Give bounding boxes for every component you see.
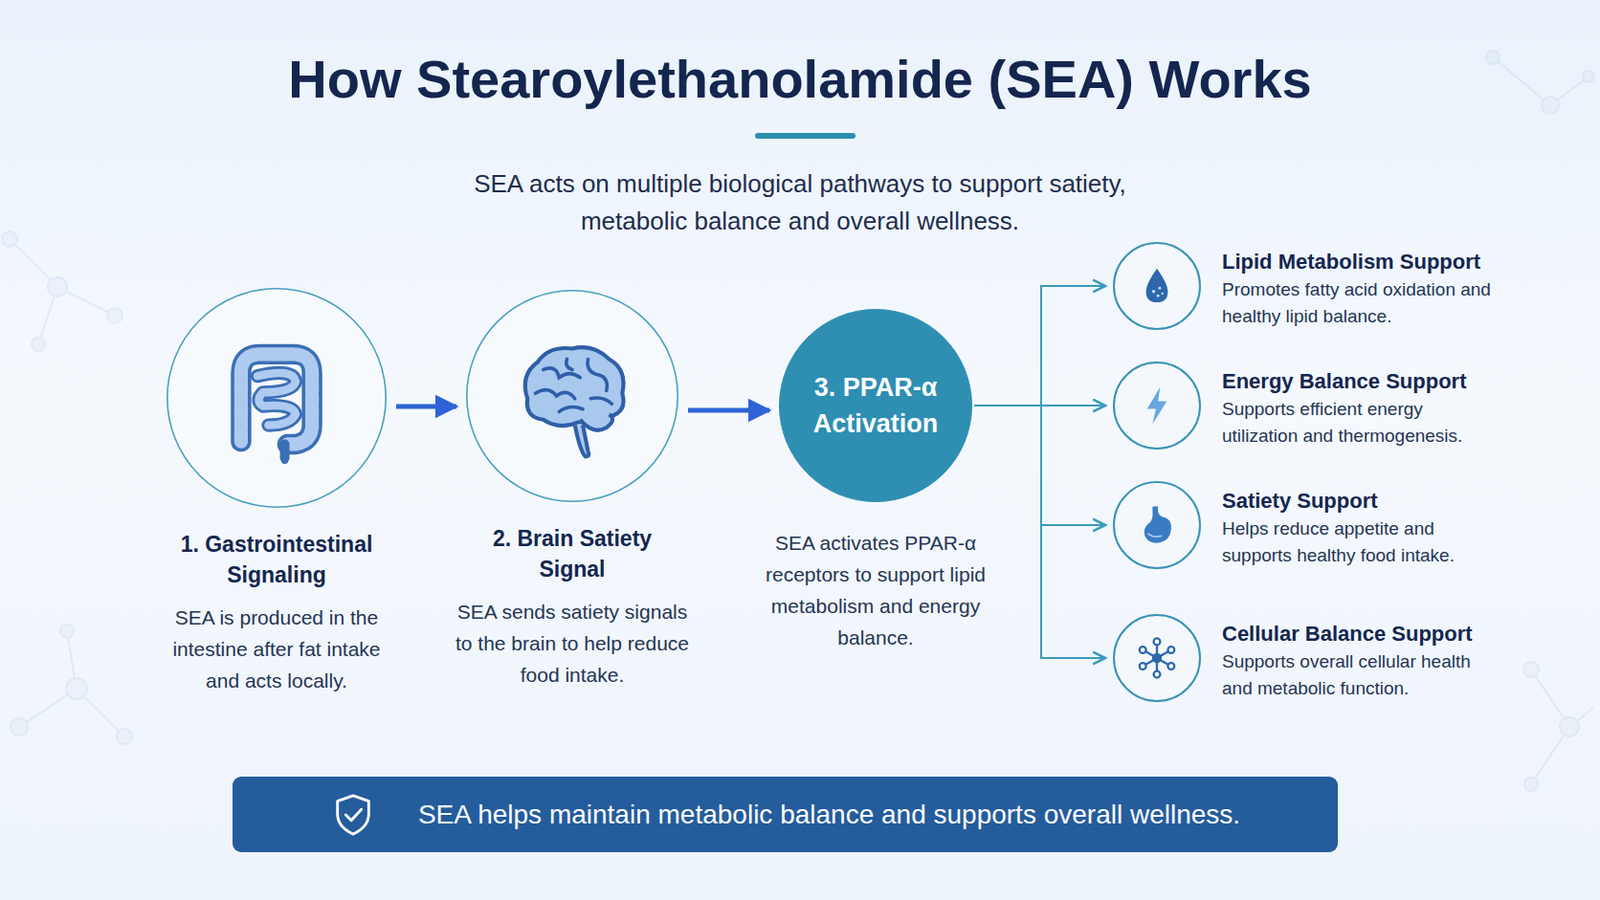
icon-circle — [1112, 481, 1201, 570]
icon — [525, 347, 624, 457]
icon-circle — [1112, 614, 1201, 703]
benefit-heading: Cellular Balance Support — [1222, 620, 1500, 649]
benefit-item: Cellular Balance SupportSupports overall… — [1112, 614, 1500, 703]
flow-arrow — [396, 404, 457, 410]
benefit-item: Energy Balance SupportSupports efficient… — [1112, 361, 1500, 450]
benefit-text: Cellular Balance SupportSupports overall… — [1222, 614, 1500, 703]
benefit-heading: Energy Balance Support — [1222, 367, 1500, 397]
band-text: SEA helps maintain metabolic balance and… — [418, 800, 1241, 831]
circle-outline — [1113, 362, 1200, 449]
circle-outline — [167, 288, 386, 508]
icon — [1146, 268, 1169, 303]
icon — [241, 354, 312, 465]
step-circle — [166, 288, 387, 509]
hub-heading: 3. PPAR-α Activation — [778, 309, 973, 503]
branch-arrow — [974, 405, 1106, 659]
hub-circle: 3. PPAR-α Activation — [778, 309, 973, 503]
process-step: 1. Gastrointestinal SignalingSEA is prod… — [133, 288, 421, 697]
hub-circle-outline — [778, 309, 973, 503]
icon-circle-outline — [1112, 614, 1201, 703]
benefit-text: Energy Balance SupportSupports efficient… — [1222, 361, 1500, 450]
branch-arrow — [974, 405, 1106, 526]
circle-outline — [1113, 243, 1200, 330]
process-step: 3. PPAR-α ActivationSEA activates PPAR-α… — [741, 309, 1010, 654]
branch-arrow — [974, 286, 1106, 406]
diagram-title: How Stearoylethanolamide (SEA) Works — [0, 47, 1600, 111]
step-heading: 2. Brain Satiety Signal — [466, 523, 678, 585]
icon-circle-outline — [1112, 242, 1201, 331]
benefit-body: Helps reduce appetite and supports healt… — [1222, 515, 1500, 570]
circle-outline — [779, 310, 973, 503]
step-body: SEA is produced in the intestine after f… — [156, 601, 397, 697]
hub-body: SEA activates PPAR-α receptors to suppor… — [765, 527, 986, 654]
step-circle-outline — [166, 288, 387, 509]
icon-circle — [1112, 361, 1201, 450]
benefit-body: Supports efficient energy utilization an… — [1222, 396, 1500, 450]
subtitle-text: SEA acts on multiple biological pathways… — [417, 165, 1183, 241]
step-heading: 1. Gastrointestinal Signaling — [171, 529, 382, 591]
circle-outline — [1113, 615, 1200, 702]
step-circle-outline — [466, 289, 679, 503]
icon-circle — [1112, 242, 1201, 331]
shield-icon — [330, 790, 377, 841]
step-body: SEA sends satiety signals to the brain t… — [452, 596, 692, 691]
process-step: 2. Brain Satiety SignalSEA sends satiety… — [428, 289, 716, 691]
benefit-text: Satiety SupportHelps reduce appetite and… — [1222, 481, 1500, 570]
circle-outline — [1113, 482, 1200, 569]
benefit-body: Supports overall cellular health and met… — [1222, 648, 1500, 703]
icon — [1147, 387, 1168, 425]
benefit-heading: Lipid Metabolism Support — [1222, 247, 1500, 277]
icon-circle-outline — [1112, 481, 1201, 570]
title-underline — [755, 133, 856, 139]
benefit-heading: Satiety Support — [1222, 487, 1500, 516]
circle-outline — [466, 290, 678, 502]
step-circle — [466, 289, 679, 503]
flow-arrow — [688, 408, 770, 414]
molecule-decoration — [1, 50, 1595, 792]
icon-circle-outline — [1112, 361, 1201, 450]
benefit-item: Lipid Metabolism SupportPromotes fatty a… — [1112, 242, 1500, 331]
benefit-item: Satiety SupportHelps reduce appetite and… — [1112, 481, 1500, 570]
icon — [1144, 507, 1172, 544]
benefit-body: Promotes fatty acid oxidation and health… — [1222, 276, 1500, 331]
icon — [1139, 638, 1176, 678]
summary-band: SEA helps maintain metabolic balance and… — [232, 777, 1338, 853]
benefit-text: Lipid Metabolism SupportPromotes fatty a… — [1222, 242, 1500, 331]
